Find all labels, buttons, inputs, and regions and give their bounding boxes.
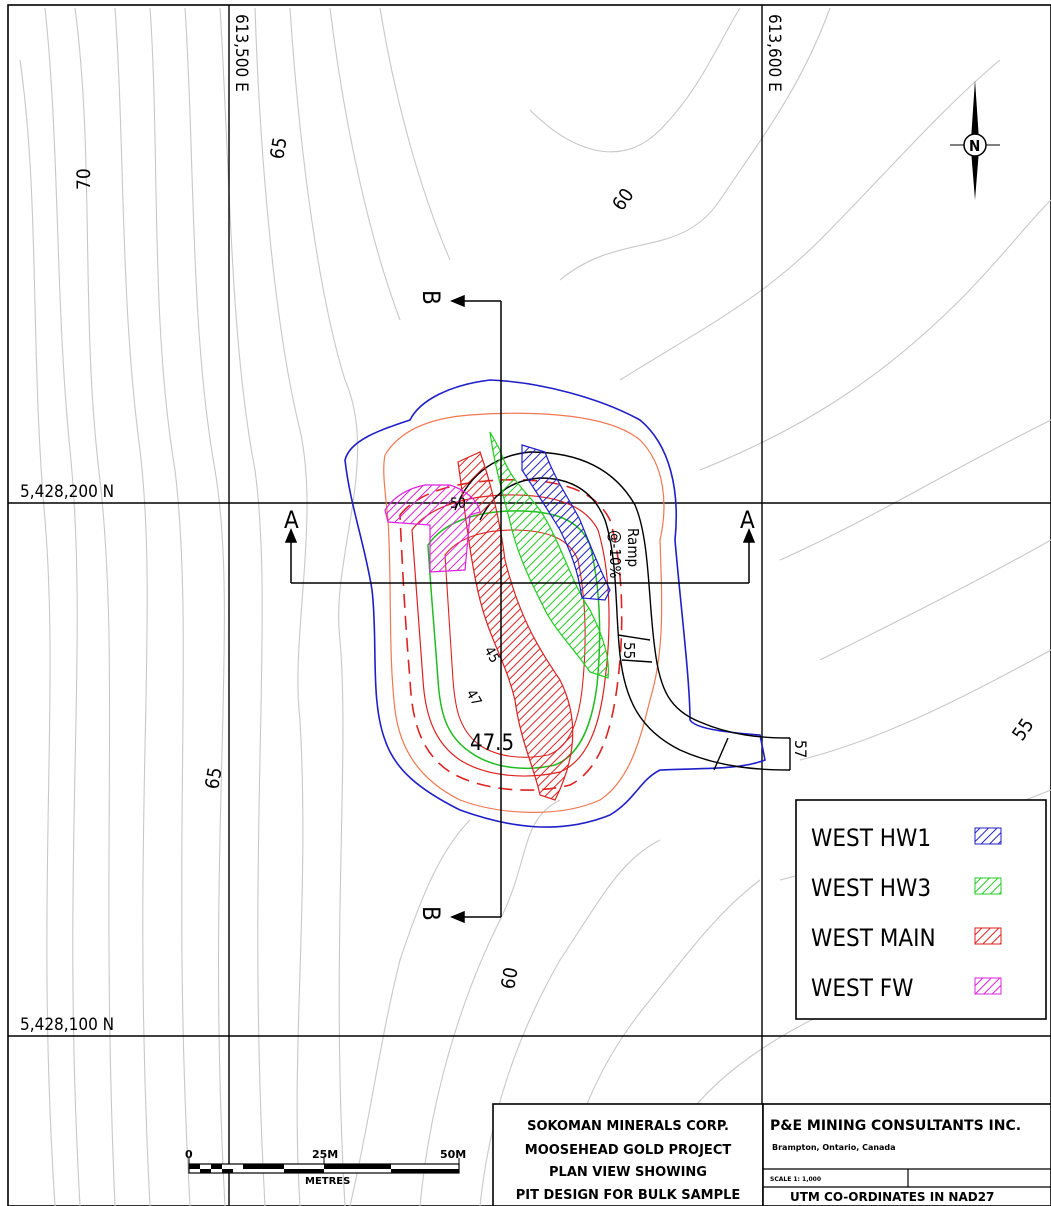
legend: WEST HW1 WEST HW3 WEST MAIN WEST FW xyxy=(795,799,1047,1020)
title-scale: SCALE 1: 1,000 xyxy=(770,1176,821,1183)
contour-label-60-bottom: 60 xyxy=(497,966,522,991)
legend-label-hw3: WEST HW3 xyxy=(811,874,931,902)
pit-label-47-5: 47.5 xyxy=(470,731,514,756)
section-line-a xyxy=(284,528,756,584)
contour-label-70: 70 xyxy=(73,168,95,190)
pit-label-45: 45 xyxy=(481,644,503,666)
title-company: SOKOMAN MINERALS CORP. xyxy=(527,1119,729,1134)
section-a-right-label: A xyxy=(740,506,755,534)
pit-label-50: 50 xyxy=(450,496,466,512)
legend-swatch-hw3 xyxy=(974,877,1002,895)
ramp-grade-label: @-10% xyxy=(606,530,624,579)
northing-label-2: 5,428,100 N xyxy=(20,1015,114,1035)
scale-bar: 0 25M 50M METRES xyxy=(185,1148,466,1187)
title-line4: PIT DESIGN FOR BULK SAMPLE xyxy=(516,1188,741,1203)
contour-label-55: 55 xyxy=(1008,714,1038,744)
north-label: N xyxy=(969,137,980,155)
legend-label-hw1: WEST HW1 xyxy=(811,824,931,852)
title-block: SOKOMAN MINERALS CORP. MOOSEHEAD GOLD PR… xyxy=(492,1103,1051,1206)
section-a-left-label: A xyxy=(284,506,299,534)
easting-label-1: 613,500 E xyxy=(231,14,251,92)
compass-icon xyxy=(963,133,987,157)
title-project: MOOSEHEAD GOLD PROJECT xyxy=(525,1143,732,1158)
ramp-bench-57-label: 57 xyxy=(791,740,810,758)
section-line-b xyxy=(450,294,502,924)
title-coords: UTM CO-ORDINATES IN NAD27 xyxy=(790,1190,994,1204)
title-block-right xyxy=(762,1103,1051,1206)
map-frame xyxy=(7,4,1051,1206)
title-location: Brampton, Ontario, Canada xyxy=(772,1143,896,1152)
legend-swatch-fw xyxy=(974,977,1002,995)
legend-swatch-hw1 xyxy=(974,827,1002,845)
title-block-left xyxy=(492,1103,764,1206)
pit-outline-blue xyxy=(344,379,766,828)
legend-label-main: WEST MAIN xyxy=(811,924,936,952)
northing-label-1: 5,428,200 N xyxy=(20,482,114,502)
zone-west-fw xyxy=(384,484,481,573)
zone-west-main xyxy=(457,451,574,801)
easting-label-2: 613,600 E xyxy=(764,14,784,92)
title-line3: PLAN VIEW SHOWING xyxy=(549,1165,707,1180)
scale-tick-50: 50M xyxy=(440,1148,466,1161)
scale-tick-0: 0 xyxy=(185,1148,193,1161)
legend-label-fw: WEST FW xyxy=(811,974,914,1002)
contour-label-60-top: 60 xyxy=(608,184,638,214)
contour-label-65-top: 65 xyxy=(266,136,291,161)
ramp-label: Ramp xyxy=(624,528,642,567)
scale-tick-25: 25M xyxy=(312,1148,338,1161)
north-arrow: N xyxy=(950,80,1000,200)
contour-lines xyxy=(19,7,1051,1206)
pit-shell-orange xyxy=(383,412,665,813)
scale-unit: METRES xyxy=(305,1176,350,1187)
contour-label-65-bottom: 65 xyxy=(201,766,226,791)
pit-label-47: 47 xyxy=(463,687,485,709)
section-b-top-label: B xyxy=(417,290,445,305)
zone-west-hw3 xyxy=(489,431,610,679)
title-consultant: P&E MINING CONSULTANTS INC. xyxy=(770,1118,1021,1134)
legend-box xyxy=(795,799,1047,1020)
legend-swatch-main xyxy=(974,927,1002,945)
zone-west-hw1 xyxy=(521,444,611,601)
coordinate-grid xyxy=(8,5,1051,1206)
section-b-bottom-label: B xyxy=(417,906,445,921)
ramp-bench-55-label: 55 xyxy=(620,642,638,659)
